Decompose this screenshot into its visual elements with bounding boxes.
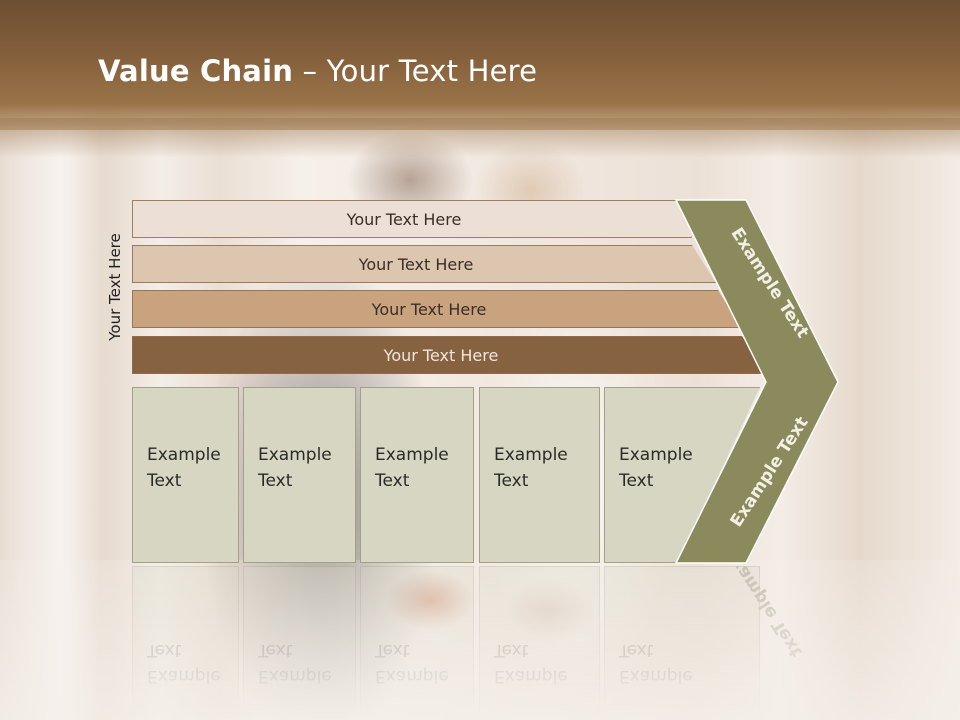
header-fade xyxy=(0,118,960,158)
value-bar-4-label: Your Text Here xyxy=(383,345,499,365)
value-bar-1-label: Your Text Here xyxy=(346,209,462,229)
slide-title: Value Chain – Your Text Here xyxy=(98,54,537,88)
reflection-box-5-line1: Example xyxy=(619,666,693,686)
title-bold: Value Chain xyxy=(98,54,294,88)
header-bar xyxy=(0,0,960,130)
reflection-box-4-line2: Text xyxy=(494,640,529,660)
activity-box-2-line2: Text xyxy=(258,471,293,491)
value-bar-3: Your Text Here xyxy=(132,290,742,328)
reflection-box-5: Example Text xyxy=(604,566,760,716)
activity-box-1-line1: Example xyxy=(147,445,221,465)
reflection-box-3-line2: Text xyxy=(375,640,410,660)
activity-box-5-line1: Example xyxy=(619,445,693,465)
value-bar-4: Your Text Here xyxy=(132,336,766,374)
reflection-box-1: Example Text xyxy=(132,566,239,716)
value-bar-1: Your Text Here xyxy=(132,200,692,238)
reflection-box-4: Example Text xyxy=(479,566,600,716)
activity-box-1: Example Text xyxy=(132,387,239,563)
value-bar-2-label: Your Text Here xyxy=(358,254,474,274)
activity-box-5-line2: Text xyxy=(619,471,654,491)
activity-box-1-line2: Text xyxy=(147,471,182,491)
activity-box-3: Example Text xyxy=(360,387,474,563)
activity-box-4: Example Text xyxy=(479,387,600,563)
reflection-box-1-line2: Text xyxy=(147,640,182,660)
side-label: Your Text Here xyxy=(106,233,124,341)
activity-box-2: Example Text xyxy=(243,387,356,563)
reflection-box-3: Example Text xyxy=(360,566,474,716)
reflection-box-4-line1: Example xyxy=(494,666,568,686)
reflection-box-5-line2: Text xyxy=(619,640,654,660)
reflection: Example Text Example Text Example Text Exam… xyxy=(0,566,960,720)
activity-box-4-line2: Text xyxy=(494,471,529,491)
title-rest: – Your Text Here xyxy=(293,54,538,88)
background-fade xyxy=(0,560,960,720)
reflection-box-2-line2: Text xyxy=(258,640,293,660)
value-bar-3-label: Your Text Here xyxy=(371,299,487,319)
reflection-box-3-line1: Example xyxy=(375,666,449,686)
reflection-box-2: Example Text xyxy=(243,566,356,716)
activity-box-3-line2: Text xyxy=(375,471,410,491)
reflection-box-1-line1: Example xyxy=(147,666,221,686)
value-bar-2: Your Text Here xyxy=(132,245,716,283)
activity-box-2-line1: Example xyxy=(258,445,332,465)
activity-box-3-line1: Example xyxy=(375,445,449,465)
reflection-box-2-line1: Example xyxy=(258,666,332,686)
activity-box-4-line1: Example xyxy=(494,445,568,465)
